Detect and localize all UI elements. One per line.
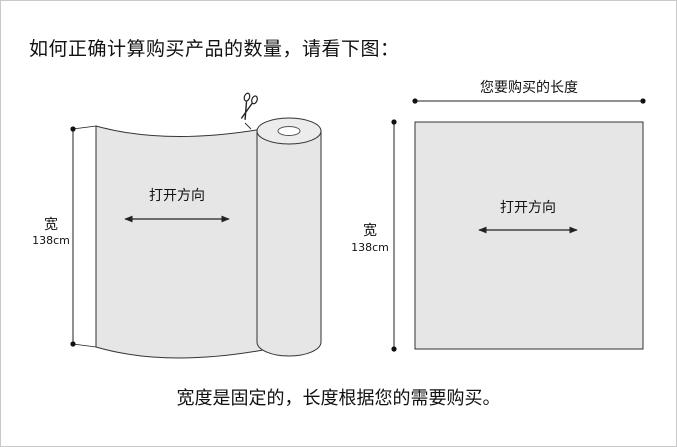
scissors-icon [240, 92, 258, 120]
roll-width-dimension [70, 125, 97, 348]
fabric-roll-core [277, 126, 301, 136]
sheet-width-value: 138cm [351, 241, 389, 254]
sheet-direction-label: 打开方向 [500, 199, 556, 216]
fabric-roll-illustration [95, 117, 322, 359]
roll-direction-label: 打开方向 [149, 187, 205, 204]
sheet-length-dimension [412, 98, 646, 104]
roll-width-label: 宽 [44, 216, 58, 233]
sheet-width-label: 宽 [363, 222, 377, 239]
footer-note: 宽度是固定的，长度根据您的需要购买。 [176, 388, 501, 409]
cut-line [244, 122, 252, 130]
sheet-length-label: 您要购买的长度 [480, 79, 578, 96]
fabric-roll-cylinder [256, 130, 322, 357]
fabric-sheet [414, 121, 644, 350]
page-title: 如何正确计算购买产品的数量，请看下图： [29, 38, 400, 60]
sheet-width-dimension [391, 119, 397, 352]
roll-width-value: 138cm [32, 234, 70, 247]
unrolled-fabric-sheet [95, 125, 280, 359]
